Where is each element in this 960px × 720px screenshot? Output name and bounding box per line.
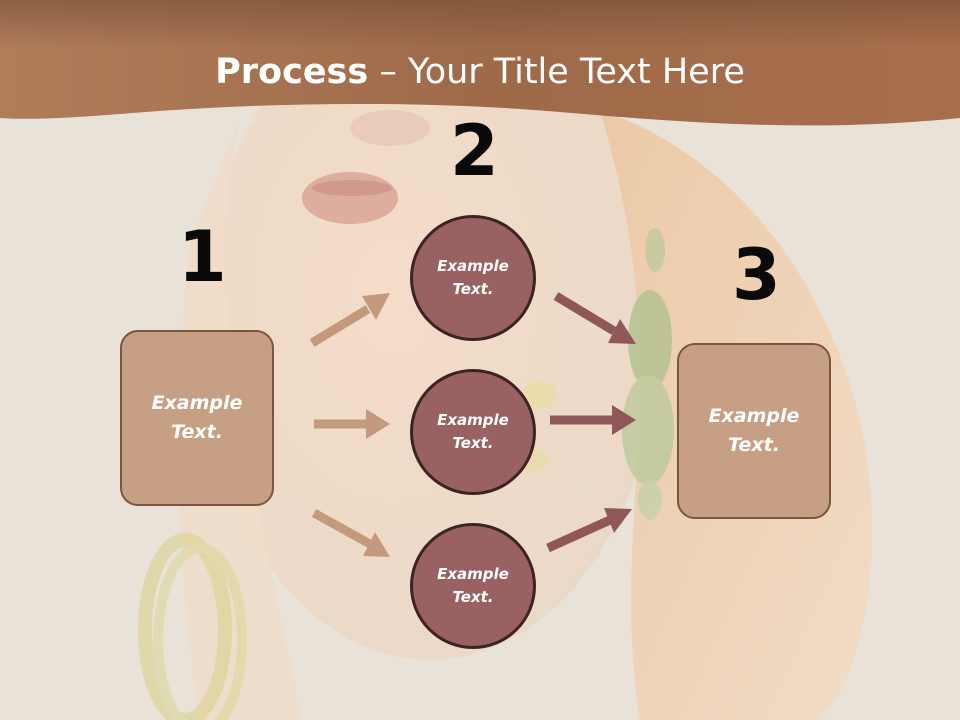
circle-bottom: Example Text. xyxy=(410,523,536,649)
circle-bottom-line2: Text. xyxy=(452,588,494,606)
arrow-left-down xyxy=(311,509,390,557)
arrow-right-middle xyxy=(550,405,636,435)
arrow-left-up xyxy=(309,293,390,347)
circle-middle: Example Text. xyxy=(410,369,536,495)
step-number-3: 3 xyxy=(732,234,781,316)
right-box-line2: Text. xyxy=(728,434,780,456)
arrow-left-middle xyxy=(314,409,390,439)
left-box-line2: Text. xyxy=(171,421,223,443)
step-number-2: 2 xyxy=(450,110,499,192)
circle-top-line1: Example xyxy=(437,257,509,275)
left-step-box: Example Text. xyxy=(120,330,274,506)
circle-bottom-line1: Example xyxy=(437,565,509,583)
title-rest: – Your Title Text Here xyxy=(368,52,745,92)
title-bold: Process xyxy=(215,52,369,92)
right-box-line1: Example xyxy=(708,405,800,427)
circle-top: Example Text. xyxy=(410,215,536,341)
left-box-line1: Example xyxy=(151,392,243,414)
circle-middle-line1: Example xyxy=(437,411,509,429)
arrow-right-up xyxy=(546,508,632,553)
page-title: Process – Your Title Text Here xyxy=(0,52,960,92)
right-step-box: Example Text. xyxy=(677,343,831,519)
arrow-right-down xyxy=(553,292,636,344)
circle-top-line2: Text. xyxy=(452,280,494,298)
step-number-1: 1 xyxy=(178,216,227,298)
circle-middle-line2: Text. xyxy=(452,434,494,452)
